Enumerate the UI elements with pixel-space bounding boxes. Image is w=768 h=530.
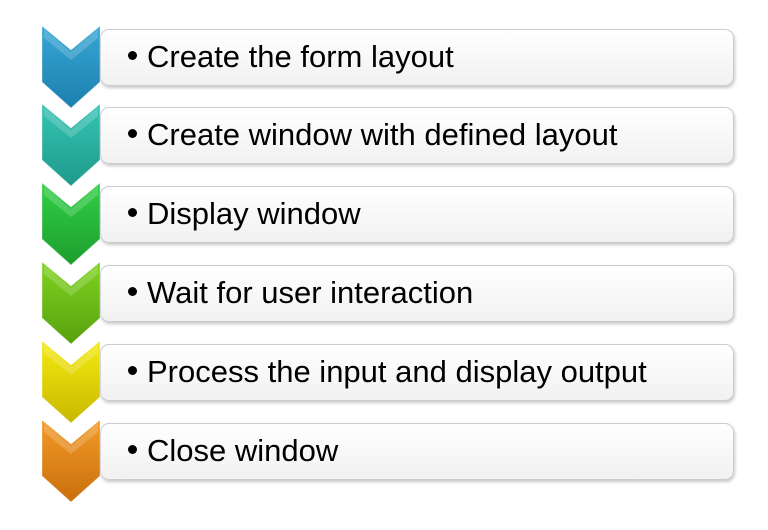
step-label-container: Process the input and display output xyxy=(128,350,647,394)
step-2: Create window with defined layout xyxy=(0,102,768,187)
chevron-highlight xyxy=(44,107,98,138)
bullet-icon xyxy=(128,366,137,376)
bullet-icon xyxy=(128,129,137,139)
chevron-highlight xyxy=(44,344,98,375)
chevron-down-icon xyxy=(41,24,101,109)
step-5: Process the input and display output xyxy=(0,339,768,424)
step-box xyxy=(100,265,734,322)
step-4: Wait for user interaction xyxy=(0,260,768,345)
step-1: Create the form layout xyxy=(0,24,768,109)
step-6: Close window xyxy=(0,418,768,503)
chevron-shape xyxy=(41,260,101,345)
chevron-highlight xyxy=(44,423,98,454)
chevron-down-icon xyxy=(41,418,101,503)
chevron-down-icon xyxy=(41,102,101,187)
bullet-icon xyxy=(128,445,137,455)
chevron-down-icon xyxy=(41,339,101,424)
step-label: Process the input and display output xyxy=(147,354,647,389)
step-box xyxy=(100,29,734,86)
step-label-container: Create window with defined layout xyxy=(128,113,617,157)
chevron-shape xyxy=(41,339,101,424)
chevron-down-icon xyxy=(41,260,101,345)
chevron-highlight xyxy=(44,29,98,60)
step-box xyxy=(100,344,734,401)
step-label-container: Create the form layout xyxy=(128,35,454,79)
chevron-shape xyxy=(41,102,101,187)
step-box xyxy=(100,186,734,243)
chevron-shape xyxy=(41,418,101,503)
step-box xyxy=(100,107,734,164)
step-label: Wait for user interaction xyxy=(147,275,474,310)
bullet-icon xyxy=(128,287,137,297)
step-3: Display window xyxy=(0,181,768,266)
step-label: Create window with defined layout xyxy=(147,117,618,152)
step-box xyxy=(100,423,734,480)
step-label: Create the form layout xyxy=(147,39,454,74)
chevron-shape xyxy=(41,181,101,266)
chevron-highlight xyxy=(44,265,98,296)
step-label: Close window xyxy=(147,433,339,468)
chevron-shape xyxy=(41,24,101,109)
bullet-icon xyxy=(128,208,137,218)
step-label-container: Close window xyxy=(128,429,338,473)
bullet-icon xyxy=(128,51,137,61)
chevron-highlight xyxy=(44,186,98,217)
chevron-down-icon xyxy=(41,181,101,266)
step-label: Display window xyxy=(147,196,361,231)
step-label-container: Display window xyxy=(128,192,361,236)
step-label-container: Wait for user interaction xyxy=(128,271,473,315)
